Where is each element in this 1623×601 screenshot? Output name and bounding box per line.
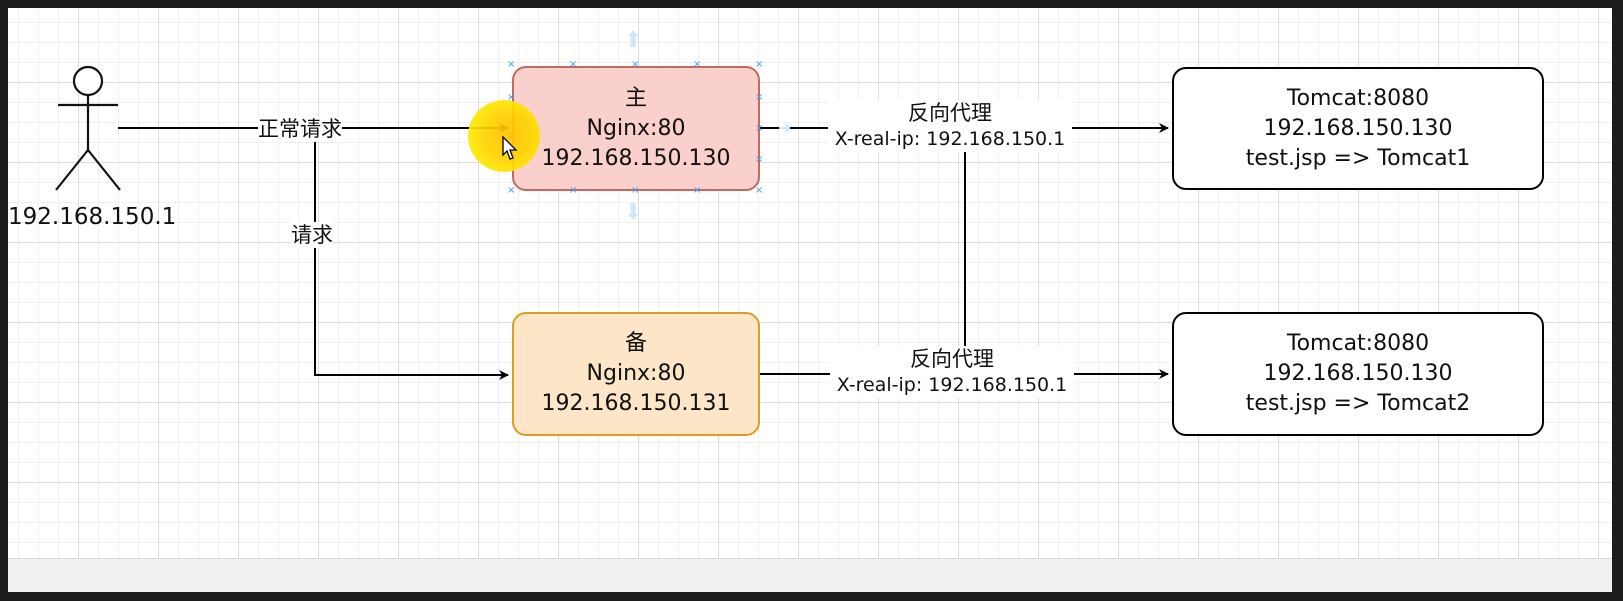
drag-right-hint-icon[interactable]: ➜: [778, 118, 792, 137]
selection-handle-icon[interactable]: ×: [569, 59, 578, 70]
nginx-main-node[interactable]: 主 Nginx:80 192.168.150.130: [512, 66, 760, 191]
selection-handle-icon[interactable]: ×: [755, 59, 764, 70]
tomcat1-node[interactable]: Tomcat:8080 192.168.150.130 test.jsp => …: [1172, 67, 1544, 190]
selection-handle-icon[interactable]: ×: [507, 59, 516, 70]
drag-up-hint-icon[interactable]: ⬆: [624, 28, 643, 53]
nginx-main-port: Nginx:80: [586, 115, 686, 141]
edge-label-proxy-top[interactable]: 反向代理 X-real-ip: 192.168.150.1: [828, 100, 1072, 152]
cursor-highlight: [468, 100, 540, 172]
tomcat2-port: Tomcat:8080: [1286, 331, 1430, 356]
edge-request[interactable]: [314, 128, 509, 380]
nginx-main-title: 主: [624, 85, 647, 111]
proxy-bottom-header: X-real-ip: 192.168.150.1: [836, 374, 1068, 396]
tomcat1-ip: 192.168.150.130: [1263, 115, 1453, 141]
drag-down-hint-icon[interactable]: ⬇: [624, 200, 643, 225]
tomcat2-route: test.jsp => Tomcat2: [1245, 391, 1471, 416]
tomcat2-ip: 192.168.150.130: [1263, 361, 1453, 386]
tomcat1-route: test.jsp => Tomcat1: [1245, 145, 1471, 171]
nginx-main-ip: 192.168.150.130: [541, 145, 731, 171]
nginx-backup-title: 备: [624, 331, 647, 356]
selection-handle-icon[interactable]: ×: [755, 123, 764, 134]
proxy-bottom-title: 反向代理: [910, 347, 994, 371]
tomcat2-node[interactable]: Tomcat:8080 192.168.150.130 test.jsp => …: [1172, 312, 1544, 436]
nginx-backup-port: Nginx:80: [586, 361, 686, 386]
diagram-canvas[interactable]: ⬆ ⬇ ➜ 192.168.150.1 主 Nginx:80 192.168.1…: [8, 8, 1612, 558]
edge-label-normal-request[interactable]: 正常请求: [258, 116, 342, 142]
selection-handle-icon[interactable]: ×: [507, 185, 516, 196]
diagram-window: ⬆ ⬇ ➜ 192.168.150.1 主 Nginx:80 192.168.1…: [8, 8, 1612, 592]
selection-handle-icon[interactable]: ×: [755, 92, 764, 103]
status-bar: [8, 558, 1612, 592]
edge-label-request[interactable]: 请求: [291, 222, 333, 248]
selection-handle-icon[interactable]: ×: [569, 185, 578, 196]
connectors-layer: [55, 65, 1169, 380]
selection-handle-icon[interactable]: ×: [631, 59, 640, 70]
selection-handle-icon[interactable]: ×: [755, 185, 764, 196]
tomcat1-port: Tomcat:8080: [1286, 85, 1430, 111]
proxy-top-header: X-real-ip: 192.168.150.1: [834, 128, 1066, 150]
edge-label-proxy-bottom[interactable]: 反向代理 X-real-ip: 192.168.150.1: [830, 346, 1074, 398]
selection-handle-icon[interactable]: ×: [507, 92, 516, 103]
nginx-backup-ip: 192.168.150.131: [541, 391, 731, 416]
selection-handle-icon[interactable]: ×: [755, 154, 764, 165]
proxy-top-title: 反向代理: [908, 101, 992, 125]
selection-handle-icon[interactable]: ×: [631, 185, 640, 196]
nginx-backup-node[interactable]: 备 Nginx:80 192.168.150.131: [512, 312, 760, 436]
actor-ip-label: 192.168.150.1: [8, 204, 177, 230]
selection-handle-icon[interactable]: ×: [693, 59, 702, 70]
mouse-pointer-icon: [502, 136, 518, 160]
person-icon[interactable]: [55, 65, 121, 191]
selection-handle-icon[interactable]: ×: [693, 185, 702, 196]
